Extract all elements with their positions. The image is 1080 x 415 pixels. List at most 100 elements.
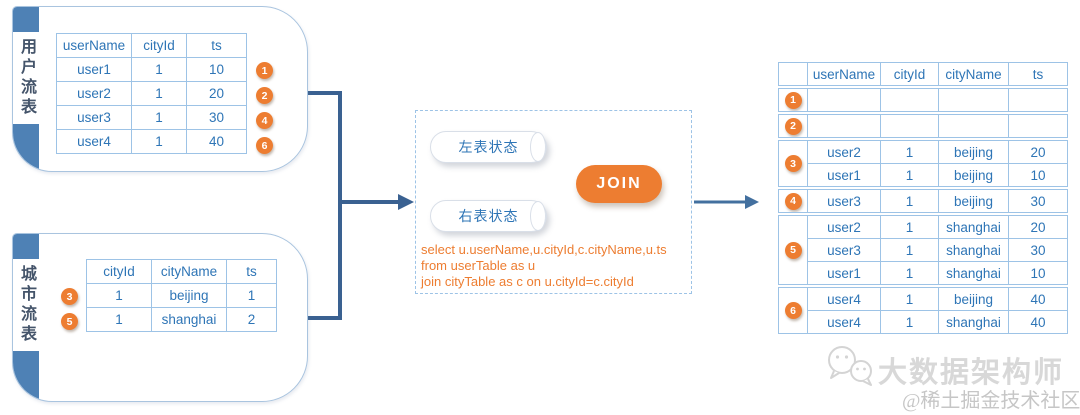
sql-line: from userTable as u [421, 258, 536, 273]
mascot-logo-icon [828, 346, 872, 386]
event-badge: 3 [61, 288, 78, 305]
table-cell: 1 [131, 81, 187, 106]
join-input-arrowhead-icon [398, 194, 414, 210]
table-row: 1 [778, 88, 1068, 112]
table-cell: user2 [56, 81, 132, 106]
event-badge: 5 [784, 241, 802, 259]
table-cell: user3 [807, 189, 881, 213]
table-cell: 1 [880, 163, 939, 187]
table-cell: user1 [807, 261, 881, 285]
table-cell: 40 [186, 129, 247, 154]
table-cell: 40 [1008, 310, 1068, 334]
column-header: userName [56, 33, 132, 58]
join-operator-pill: JOIN [576, 165, 662, 203]
table-cell: user1 [807, 163, 881, 187]
join-output-arrowhead-icon [745, 195, 759, 209]
event-badge: 4 [256, 112, 273, 129]
table-cell: user3 [56, 105, 132, 130]
sql-line: select u.userName,u.cityId,c.cityName,u.… [421, 242, 667, 257]
left-state-label: 左表状态 [458, 139, 519, 155]
table-cell [807, 114, 881, 138]
table-cell [938, 114, 1009, 138]
column-header: cityId [880, 62, 939, 86]
table-cell: 20 [1008, 215, 1068, 239]
column-header: ts [226, 259, 277, 284]
table-cell: 1 [86, 307, 152, 332]
event-badge: 6 [784, 302, 802, 320]
column-header: ts [186, 33, 247, 58]
table-cell: user1 [56, 57, 132, 82]
panel-tab: 用户流表 [13, 7, 39, 171]
panel-tab: 城市流表 [13, 234, 39, 401]
table-cell: shanghai [151, 307, 227, 332]
table-cell [1008, 114, 1068, 138]
table-cell: 1 [131, 129, 187, 154]
table-cell: beijing [938, 189, 1009, 213]
event-badge: 3 [784, 155, 802, 173]
badge-cell: 3 [778, 140, 808, 187]
column-header: userName [807, 62, 881, 86]
table-cell: user4 [56, 129, 132, 154]
event-badge: 4 [784, 192, 802, 210]
sql-line: join cityTable as c on u.cityId=c.cityId [421, 274, 634, 289]
event-badge: 2 [256, 87, 273, 104]
table-cell: user2 [807, 140, 881, 164]
table-cell: 1 [131, 57, 187, 82]
panel-title-vertical: 用户流表 [18, 38, 35, 118]
table-cell: user4 [807, 287, 881, 311]
table-cell: 20 [1008, 140, 1068, 164]
table-cell: 1 [880, 189, 939, 213]
table-cell: shanghai [938, 238, 1009, 262]
table-cell: 1 [131, 105, 187, 130]
column-header: cityId [86, 259, 152, 284]
table-cell: 40 [1008, 287, 1068, 311]
table-cell [880, 88, 939, 112]
badge-cell: 1 [778, 88, 808, 112]
table-cell: 1 [86, 283, 152, 308]
table-cell: 1 [880, 140, 939, 164]
watermark-brand-text: 大数据架构师 [878, 357, 1065, 389]
table-cell [880, 114, 939, 138]
merge-connector-line [308, 91, 342, 320]
table-cell: 30 [1008, 238, 1068, 262]
table-cell: 10 [1008, 163, 1068, 187]
right-state-store: 右表状态 [430, 200, 547, 232]
table-cell: beijing [938, 163, 1009, 187]
table-cell: 20 [186, 81, 247, 106]
event-badge: 1 [784, 91, 802, 109]
table-cell: user2 [807, 215, 881, 239]
panel-title-vertical: 城市流表 [18, 265, 35, 345]
table-cell: 1 [880, 215, 939, 239]
table-cell: shanghai [938, 261, 1009, 285]
table-cell: 1 [880, 261, 939, 285]
column-header: cityName [151, 259, 227, 284]
badge-cell: 4 [778, 189, 808, 213]
badge-cell: 6 [778, 287, 808, 334]
table-cell: beijing [938, 140, 1009, 164]
column-header: cityId [131, 33, 187, 58]
table-cell [1008, 88, 1068, 112]
table-cell: 30 [186, 105, 247, 130]
table-cell: 2 [226, 307, 277, 332]
table-cell: 1 [880, 310, 939, 334]
table-cell: beijing [151, 283, 227, 308]
